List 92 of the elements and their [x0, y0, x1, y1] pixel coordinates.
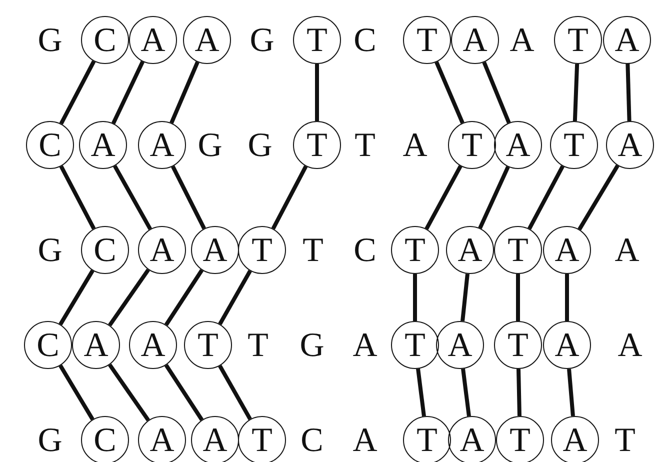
circled-letter: A [451, 16, 499, 64]
circled-letter: T [494, 226, 542, 274]
letter: A [508, 23, 536, 59]
connector-line [516, 274, 520, 321]
circled-letter: A [129, 321, 177, 369]
circled-letter: T [293, 16, 341, 64]
circled-letter: A [543, 226, 591, 274]
circled-letter: T [238, 416, 286, 462]
circled-letter: T [184, 321, 232, 369]
letter: T [302, 233, 324, 269]
connector-line [567, 368, 575, 416]
circled-letter: A [603, 16, 651, 64]
circled-letter: A [191, 416, 239, 462]
circled-letter: T [391, 321, 439, 369]
circled-letter: A [494, 121, 542, 169]
circled-letter: A [138, 416, 186, 462]
letter: A [352, 423, 378, 459]
circled-letter: T [448, 121, 496, 169]
connector-line [218, 364, 252, 420]
letter: G [36, 23, 64, 59]
connector-line [108, 364, 150, 422]
connector-line [58, 364, 94, 420]
connector-line [58, 270, 94, 326]
circled-letter: C [26, 121, 74, 169]
circled-letter: T [238, 226, 286, 274]
circled-letter: A [183, 16, 231, 64]
connector-line [315, 64, 319, 121]
connector-line [171, 166, 206, 230]
letter: T [246, 328, 270, 364]
circled-letter: A [448, 416, 496, 462]
letter: G [196, 128, 224, 164]
circled-letter: A [191, 226, 239, 274]
circled-letter: T [496, 416, 544, 462]
connector-line [424, 165, 462, 230]
circled-letter: T [293, 121, 341, 169]
circled-letter: A [129, 16, 177, 64]
circled-letter: A [606, 121, 654, 169]
letter: C [300, 423, 324, 459]
circled-letter: T [550, 121, 598, 169]
circled-letter: C [24, 321, 72, 369]
circled-letter: T [391, 226, 439, 274]
letter: C [352, 233, 378, 269]
connector-line [626, 64, 632, 122]
connector-line [164, 269, 204, 326]
circled-letter: A [446, 226, 494, 274]
connector-line [170, 61, 200, 124]
circled-letter: C [81, 16, 129, 64]
connector-line [461, 368, 471, 416]
connector-line [59, 60, 96, 125]
letter: A [402, 128, 428, 164]
letter: A [616, 328, 644, 364]
circled-letter: A [138, 121, 186, 169]
connector-line [434, 61, 464, 124]
letter: G [36, 233, 64, 269]
letter: A [614, 233, 640, 269]
connector-line [565, 274, 569, 321]
circled-letter: A [79, 121, 127, 169]
letter: G [246, 128, 274, 164]
connector-line [416, 368, 426, 416]
connector-line [112, 60, 144, 124]
connector-line [271, 165, 308, 230]
letter: G [298, 328, 326, 364]
circled-letter: A [72, 321, 120, 369]
connector-line [113, 164, 152, 230]
connector-line [578, 164, 620, 230]
circled-letter: C [81, 226, 129, 274]
circled-letter: T [494, 321, 542, 369]
connector-line [413, 274, 417, 321]
letter: G [36, 423, 64, 459]
circled-letter: T [403, 416, 451, 462]
circled-letter: C [81, 416, 129, 462]
letter: T [354, 128, 376, 164]
connector-line [572, 64, 580, 122]
circled-letter: T [403, 16, 451, 64]
connector-line [59, 165, 96, 230]
connector-line [460, 274, 470, 322]
letter: G [248, 23, 276, 59]
letter: C [352, 23, 378, 59]
connector-line [478, 166, 510, 229]
connector-line [528, 165, 564, 230]
circled-letter: A [138, 226, 186, 274]
connector-line [108, 268, 150, 326]
circled-letter: A [551, 416, 599, 462]
letter: T [614, 423, 636, 459]
connector-line [516, 368, 522, 416]
connector-line [482, 61, 511, 124]
connector-line [218, 270, 252, 326]
circled-letter: T [554, 16, 602, 64]
circled-letter: A [543, 321, 591, 369]
connector-line [164, 364, 204, 421]
letter: A [352, 328, 378, 364]
circled-letter: A [436, 321, 484, 369]
